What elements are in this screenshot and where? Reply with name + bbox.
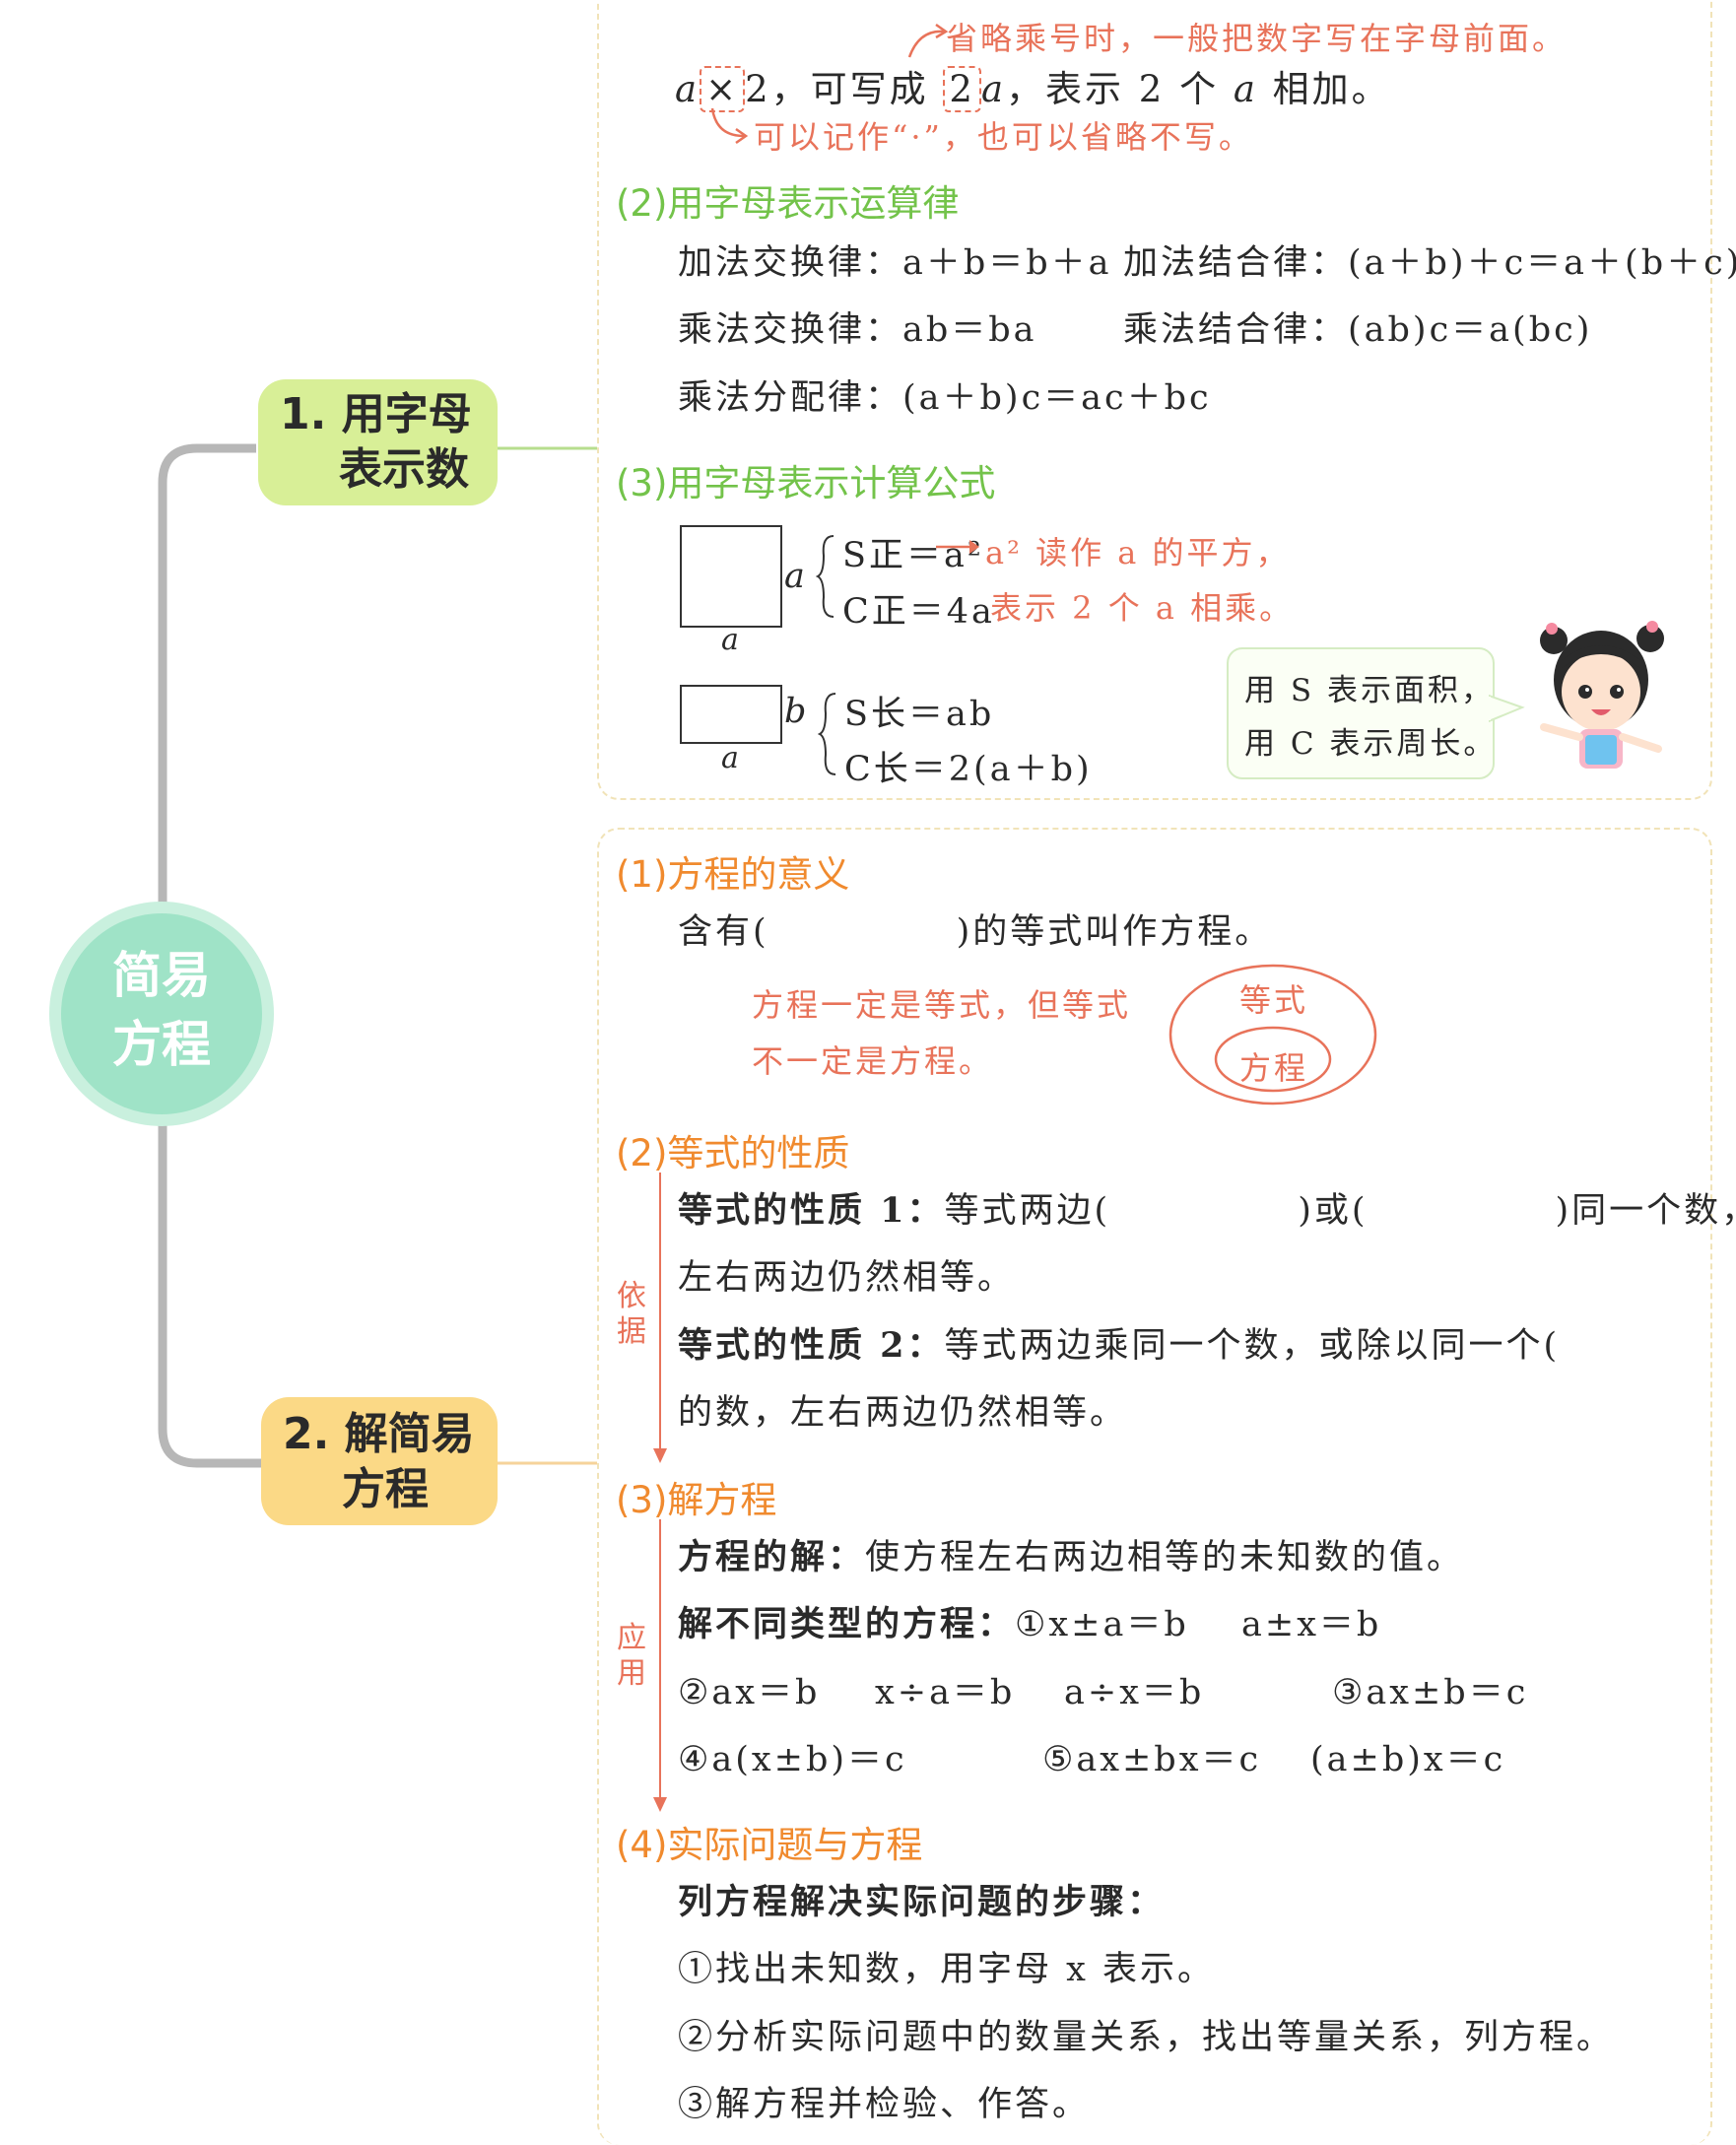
equation-type-5a: ⑤ax±bx＝c [1042,1731,1261,1781]
equation-types-row-1: 解不同类型的方程：①x±a＝b [678,1596,1189,1646]
bubble-text-2: 用 C 表示周长。 [1244,718,1497,763]
venn-inner-label: 方程 [1239,1043,1308,1089]
branch-node-letters: 1. 用字母 表示数 [258,379,498,505]
add-associative-law: 加法结合律：(a＋b)＋c＝a＋(b＋c) [1123,235,1736,285]
square-side-label: a [784,557,808,596]
heading-solve-equation: (3)解方程 [616,1470,776,1523]
distributive-law: 乘法分配律：(a＋b)c＝ac＋bc [678,369,1212,420]
speech-bubble: 用 S 表示面积， 用 C 表示周长。 [1227,647,1495,779]
square-note-1: a² 读作 a 的平方， [985,528,1291,573]
bubble-text-1: 用 S 表示面积， [1244,665,1495,709]
step-2: ②分析实际问题中的数量关系，找出等量关系，列方程。 [678,2009,1614,2059]
omit-multiply-note: 省略乘号时，一般把数字写在字母前面。 [946,14,1567,59]
equation-definition: 含有( )的等式叫作方程。 [678,904,1272,954]
rectangle-bottom-label: a [721,741,742,775]
mul-commutative-law: 乘法交换律：ab＝ba [678,302,1037,352]
mul-associative-law: 乘法结合律：(ab)c＝a(bc) [1123,302,1592,352]
basis-label: 依据 [615,1279,648,1350]
equation-type-3: ③ax±b＝c [1332,1664,1528,1714]
dot-note: 可以记作“·”，也可以省略不写。 [754,112,1253,158]
steps-label: 列方程解决实际问题的步骤： [678,1874,1165,1924]
apply-arrow-line [650,1519,670,1815]
equation-type-2c: a÷x＝b [1064,1664,1204,1714]
equality-property-2: 等式的性质 2：等式两边乘同一个数，或除以同一个( ) [678,1317,1736,1368]
add-commutative-law: 加法交换律：a＋b＝b＋a [678,235,1112,285]
girl-illustration [1522,611,1680,788]
square-bottom-label: a [721,623,742,657]
center-node: 简易方程 [49,902,274,1126]
heading-equality-properties: (2)等式的性质 [616,1123,849,1176]
equation-type-2a: ②ax＝b [678,1664,820,1714]
heading-formulas: (3)用字母表示计算公式 [616,453,995,506]
equation-type-5b: (a±b)x＝c [1310,1731,1505,1781]
heading-meaning-of-equation: (1)方程的意义 [616,844,849,898]
rectangle-area-formula: S长＝ab [844,686,994,736]
square-shape [680,525,782,628]
equation-note-1: 方程一定是等式，但等式 [752,980,1131,1026]
rectangle-side-label: b [784,692,809,731]
square-perimeter-formula: C正＝4a [842,583,995,634]
square-note-arrow [934,537,983,557]
basis-arrow-line [650,1173,670,1468]
venn-outer-label: 等式 [1239,975,1308,1021]
rectangle-brace [818,690,839,778]
step-3: ③解方程并检验、作答。 [678,2076,1090,2126]
equality-property-2-cont: 的数，左右两边仍然相等。 [678,1384,1127,1435]
note-arrow-bottom [704,106,754,146]
square-brace [816,532,837,621]
apply-label: 应用 [615,1621,648,1692]
equation-type-2b: x÷a＝b [875,1664,1015,1714]
equality-property-1-cont: 左右两边仍然相等。 [678,1249,1015,1300]
step-1: ①找出未知数，用字母 x 表示。 [678,1941,1215,1991]
equality-property-1: 等式的性质 1：等式两边( )或( )同一个数， [678,1182,1736,1233]
rectangle-perimeter-formula: C长＝2(a＋b) [844,741,1093,791]
rectangle-shape [680,685,782,744]
square-note-2: 表示 2 个 a 相乘。 [990,583,1294,629]
equation-note-2: 不一定是方程。 [752,1037,993,1082]
branch-node-equations: 2. 解简易 方程 [261,1397,498,1525]
equation-type-1b: a±x＝b [1241,1596,1381,1646]
center-title: 简易方程 [49,941,274,1079]
solution-definition: 方程的解：使方程左右两边相等的未知数的值。 [678,1529,1464,1579]
equation-type-4: ④a(x±b)＝c [678,1731,907,1781]
note-arrow-top [904,20,954,59]
heading-operation-laws: (2)用字母表示运算律 [616,173,959,227]
times-sign: × [700,66,745,112]
heading-real-problems: (4)实际问题与方程 [616,1815,922,1868]
